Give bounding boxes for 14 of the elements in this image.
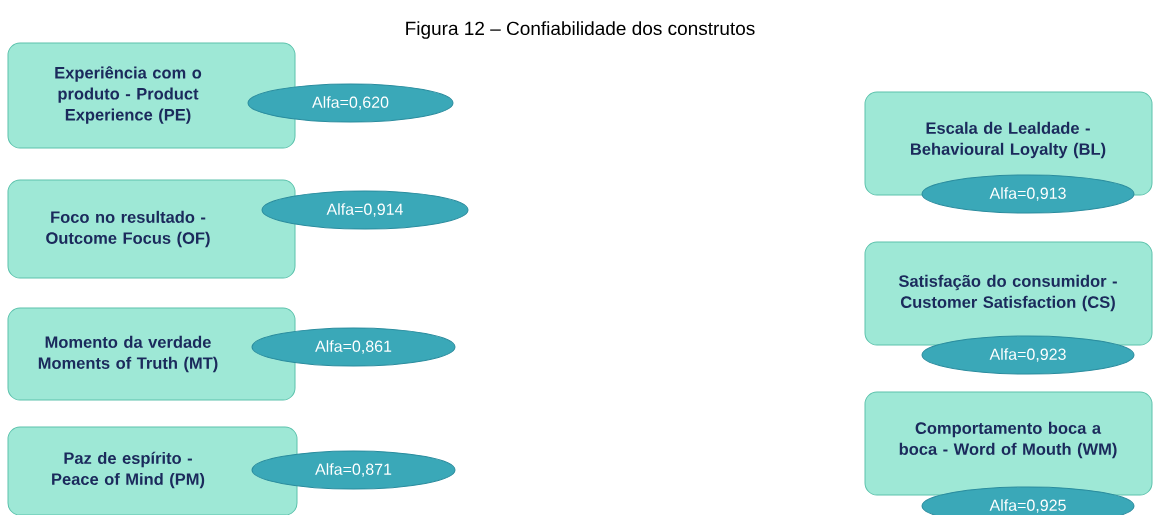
rounded-box: Comportamento boca a boca - Word of Mouth (WM): [864, 391, 1153, 496]
ellipse-label: Alfa=0,871: [251, 450, 456, 490]
title: Figura 12 – Confiabilidade dos construtos: [406, 21, 755, 39]
ellipse-label: Alfa=0,923: [921, 335, 1135, 375]
ellipse-label: Alfa=0,914: [261, 190, 469, 230]
rounded-box: Satisfação do consumidor - Customer Satisfaction (CS): [864, 241, 1153, 346]
rounded-box: Foco no resultado - Outcome Focus (OF): [7, 179, 296, 279]
rounded-box: Momento da verdade Moments of Truth (MT): [7, 307, 296, 401]
ellipse-label: Alfa=0,925: [921, 486, 1135, 515]
ellipse-label: Alfa=0,861: [251, 327, 456, 367]
rounded-box: Paz de espírito - Peace of Mind (PM): [7, 426, 298, 515]
ellipse-label: Alfa=0,913: [921, 174, 1135, 214]
rounded-box: Experiência com o produto - Product Experience (PE): [7, 42, 296, 149]
ellipse-label: Alfa=0,620: [247, 83, 454, 123]
